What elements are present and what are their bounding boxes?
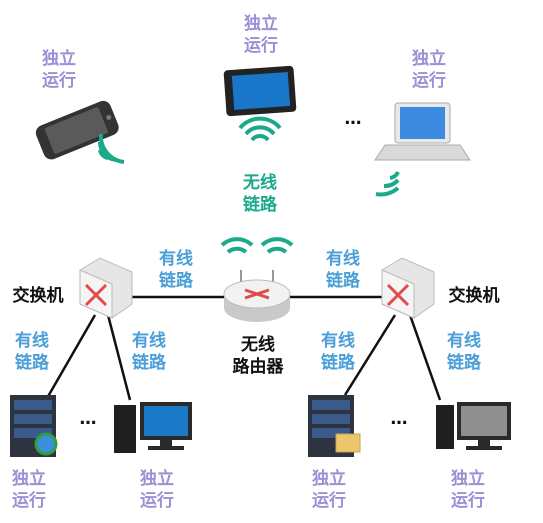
wired-link-label-left-desktop: 有线 链路 xyxy=(132,331,166,373)
smartphone-icon xyxy=(35,100,119,160)
switch-label-right: 交换机 xyxy=(448,286,500,306)
standalone-label-right-desktop: 独立 运行 xyxy=(451,469,485,511)
wifi-signal-icon xyxy=(238,116,282,142)
server-icon xyxy=(308,395,361,457)
standalone-label-tablet: 独立 运行 xyxy=(244,14,278,56)
wire-switch-right-desktop xyxy=(408,314,442,401)
wired-link-label-right-server: 有线 链路 xyxy=(321,331,355,373)
tablet-icon xyxy=(223,65,297,117)
server-icon xyxy=(10,395,58,457)
wifi-signal-icon xyxy=(220,237,294,254)
wifi-signal-icon xyxy=(97,133,125,164)
wired-link-label-left-server: 有线 链路 xyxy=(15,331,49,373)
wireless-router-label: 无线 路由器 xyxy=(232,335,284,377)
desktop-computer-icon xyxy=(436,402,511,450)
switch-label-left: 交换机 xyxy=(12,286,64,306)
wireless-link-label: 无线 链路 xyxy=(243,173,277,215)
laptop-icon xyxy=(374,102,471,161)
wired-link-label-right: 有线 链路 xyxy=(326,249,360,291)
standalone-label-laptop: 独立 运行 xyxy=(412,49,446,91)
ellipsis-right: … xyxy=(390,409,408,429)
wifi-signal-icon xyxy=(375,170,400,197)
wireless-router-icon xyxy=(223,270,291,322)
ellipsis-left: … xyxy=(79,409,97,429)
wire-switch-left-desktop xyxy=(106,314,132,401)
standalone-label-right-server: 独立 运行 xyxy=(312,469,346,511)
wired-link-label-left: 有线 链路 xyxy=(159,249,193,291)
desktop-computer-icon xyxy=(114,402,192,453)
wired-link-label-right-desktop: 有线 链路 xyxy=(447,331,481,373)
network-switch-icon xyxy=(79,257,133,319)
standalone-label-left-server: 独立 运行 xyxy=(12,469,46,511)
standalone-label-phone: 独立 运行 xyxy=(42,49,76,91)
ellipsis-top: … xyxy=(344,109,362,129)
wire-switch-left-server xyxy=(44,314,97,401)
network-switch-icon xyxy=(381,257,435,319)
standalone-label-left-desktop: 独立 运行 xyxy=(140,469,174,511)
wire-switch-right-server xyxy=(343,314,397,396)
